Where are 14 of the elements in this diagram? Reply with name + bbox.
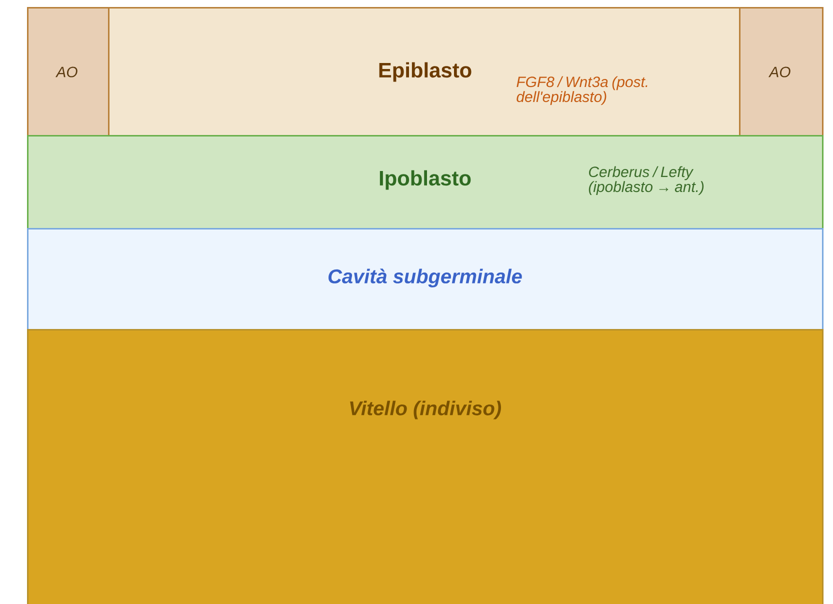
side-box (739, 7, 824, 136)
yolk-band (27, 329, 824, 604)
layer-title: Cavità subgerminale (328, 268, 522, 288)
side-box (27, 7, 110, 136)
epiblast-band (108, 7, 740, 136)
box-label: AO (768, 66, 790, 78)
cavity-band (27, 228, 824, 330)
signal-note: Cerberus / Lefty (ipoblasto → ant.) (588, 166, 704, 196)
box-label: AO (55, 66, 78, 78)
layer-title: Epiblasto (379, 62, 472, 82)
signal-note: FGF8 / Wnt3a (post. dell'epiblasto) (516, 76, 648, 106)
layer-title: Ipoblasto (380, 170, 471, 190)
hypoblast-band (27, 135, 824, 230)
layer-title: Vitello (indiviso) (350, 400, 501, 420)
